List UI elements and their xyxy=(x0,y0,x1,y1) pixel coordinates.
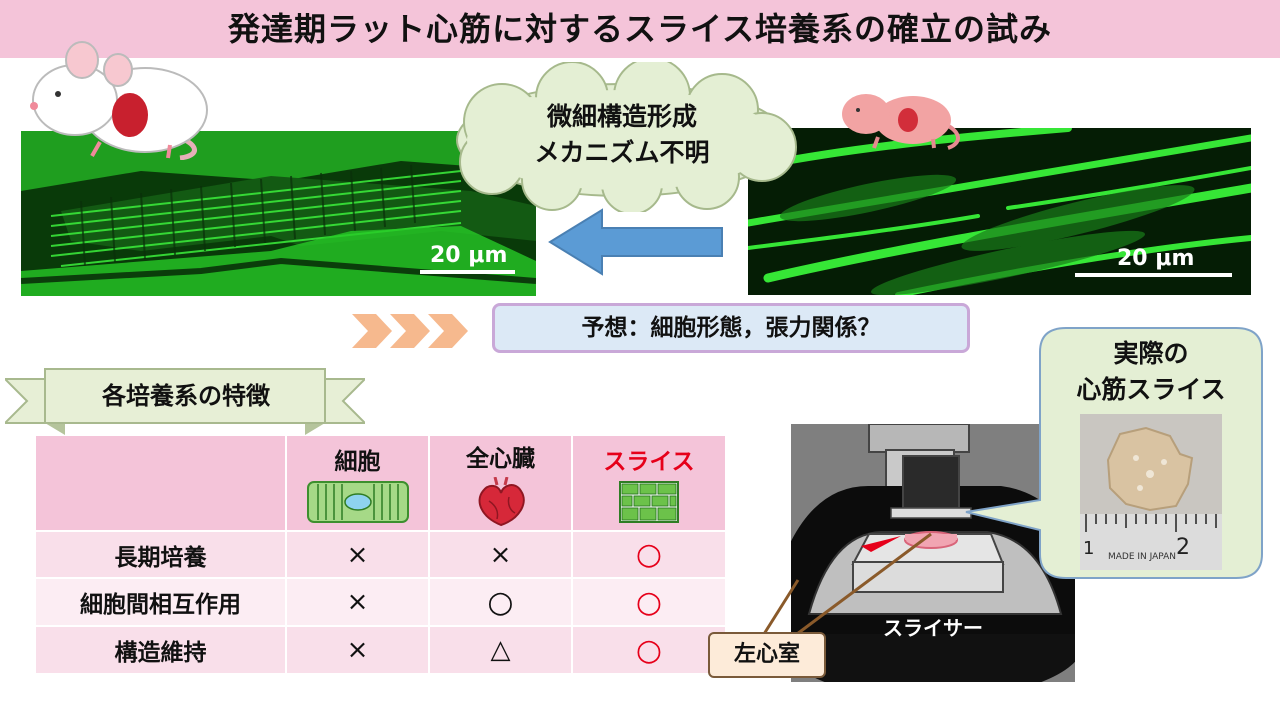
neonatal-rat-illustration xyxy=(838,82,968,152)
chevron-arrows-icon xyxy=(350,310,475,352)
lv-leader-line xyxy=(760,578,800,638)
cloud-bubble xyxy=(432,57,812,215)
ruler-number-2: 2 xyxy=(1176,535,1190,560)
ribbon-label: 各培養系の特徴 xyxy=(102,382,270,410)
row2-heart-mark: ○ xyxy=(430,579,571,625)
heart-icon xyxy=(478,477,525,527)
callout-text-2: 心筋スライス xyxy=(1076,375,1226,404)
row2-cells-mark: × xyxy=(287,579,428,625)
row2-slice-mark: ○ xyxy=(573,579,725,625)
title-bar xyxy=(0,0,1280,58)
left-ventricle-label: 左心室 xyxy=(708,632,826,678)
ruler-brand-text: MADE IN JAPAN xyxy=(1108,552,1177,562)
row3-slice-mark: ○ xyxy=(573,627,725,673)
prediction-box: 予想：細胞形態，張力関係？ xyxy=(492,303,970,353)
slicer-illustration xyxy=(791,424,1075,682)
right-scale-label: 20 μm xyxy=(1117,246,1195,271)
row3-heart-mark: △ xyxy=(430,627,571,673)
slicer-label: スライサー xyxy=(883,616,983,640)
left-scale-bar xyxy=(420,270,515,274)
col-head-slice: スライス xyxy=(573,436,725,530)
slice-culture-icon xyxy=(619,481,679,523)
left-arrow-icon xyxy=(548,208,724,276)
cloud-text-1: 微細構造形成 xyxy=(546,102,697,131)
row-label-long-term: 長期培養 xyxy=(36,532,285,577)
left-scale-label: 20 μm xyxy=(430,243,508,268)
col-head-slice-label: スライス xyxy=(603,449,695,475)
col-head-cells-label: 細胞 xyxy=(334,449,381,475)
row1-heart-mark: × xyxy=(430,532,571,577)
col-head-cells: 細胞 xyxy=(287,436,428,530)
row-label-structure: 構造維持 xyxy=(36,627,285,673)
adult-rat-illustration xyxy=(20,30,210,161)
table-corner xyxy=(36,436,285,530)
row1-slice-mark: ○ xyxy=(573,532,725,577)
neonatal-cardiomyocyte-image xyxy=(748,128,1251,295)
row3-cells-mark: × xyxy=(287,627,428,673)
callout-text-1: 実際の xyxy=(1113,339,1189,368)
col-head-whole-heart-label: 全心臓 xyxy=(466,446,535,472)
row1-cells-mark: × xyxy=(287,532,428,577)
page-title: 発達期ラット心筋に対するスライス培養系の確立の試み xyxy=(227,10,1053,48)
col-head-whole-heart: 全心臓 xyxy=(430,436,571,530)
right-scale-bar xyxy=(1075,273,1232,277)
cloud-text-2: メカニズム不明 xyxy=(534,138,710,167)
ruler-number-1: 1 xyxy=(1083,538,1095,559)
cell-culture-icon xyxy=(306,481,409,523)
ribbon-banner xyxy=(2,365,368,437)
row-label-interaction: 細胞間相互作用 xyxy=(36,579,285,625)
slice-photo xyxy=(1080,414,1222,570)
